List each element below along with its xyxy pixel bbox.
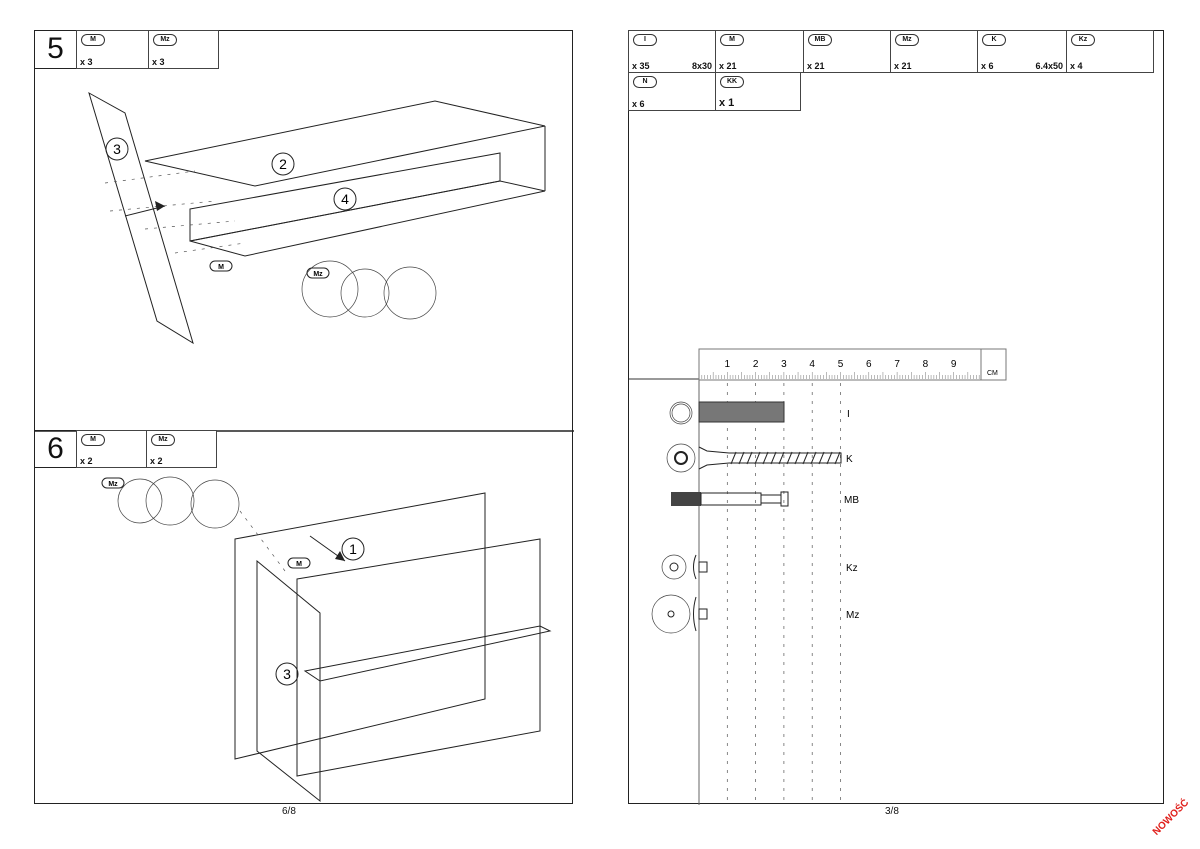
left-page: 2 4 3 M Mz 1 3 Mz M (34, 30, 574, 804)
svg-text:M: M (218, 264, 224, 271)
svg-text:1: 1 (349, 541, 357, 557)
step6-number: 6 (34, 430, 77, 468)
right-page: I K MB Kz Mz CM 1 2 3 4 5 6 7 8 9 (628, 30, 1164, 805)
thread-mark (786, 451, 793, 465)
hardware-scale-chart: I K MB Kz Mz CM 1 2 3 4 5 6 7 8 9 (629, 348, 1007, 805)
thread-mark (746, 451, 753, 465)
thread-mark (738, 451, 745, 465)
step5-illustration: 2 4 3 M Mz (88, 91, 546, 345)
thread-mark (778, 451, 785, 465)
ruler-tick-label: 9 (951, 359, 957, 370)
svg-text:CM: CM (987, 370, 998, 377)
svg-text:Kz: Kz (846, 563, 858, 574)
svg-text:3: 3 (113, 141, 121, 157)
thread-mark (754, 451, 761, 465)
svg-text:4: 4 (341, 191, 349, 207)
thread-mark (730, 451, 737, 465)
thread-mark (794, 451, 801, 465)
thread-mark (834, 451, 841, 465)
svg-text:Mz: Mz (108, 481, 118, 488)
step5-step6-drawings: 2 4 3 M Mz 1 3 Mz M (35, 91, 574, 803)
ruler-tick-label: 3 (781, 359, 787, 370)
thread-mark (770, 451, 777, 465)
svg-text:MB: MB (844, 495, 859, 506)
svg-text:K: K (846, 454, 853, 465)
page-number: 6/8 (282, 806, 296, 817)
ruler-tick-label: 2 (753, 359, 759, 370)
thread-mark (802, 451, 809, 465)
thread-mark (818, 451, 825, 465)
ruler-tick-label: 5 (838, 359, 844, 370)
ruler-tick-label: 1 (725, 359, 731, 370)
svg-text:Mz: Mz (846, 610, 859, 621)
ruler-tick-label: 4 (809, 359, 815, 370)
svg-text:2: 2 (279, 156, 287, 172)
step6-illustration: 1 3 Mz M (101, 476, 552, 803)
svg-text:M: M (296, 561, 302, 568)
thread-mark (810, 451, 817, 465)
ruler-tick-label: 7 (894, 359, 900, 370)
step5-number: 5 (34, 30, 77, 69)
thread-mark (826, 451, 833, 465)
svg-text:Mz: Mz (313, 271, 323, 278)
svg-text:3: 3 (283, 666, 291, 682)
svg-text:I: I (847, 409, 850, 420)
thread-mark (762, 451, 769, 465)
ruler-tick-label: 8 (923, 359, 929, 370)
ruler-tick-label: 6 (866, 359, 872, 370)
page-number: 3/8 (885, 806, 899, 817)
